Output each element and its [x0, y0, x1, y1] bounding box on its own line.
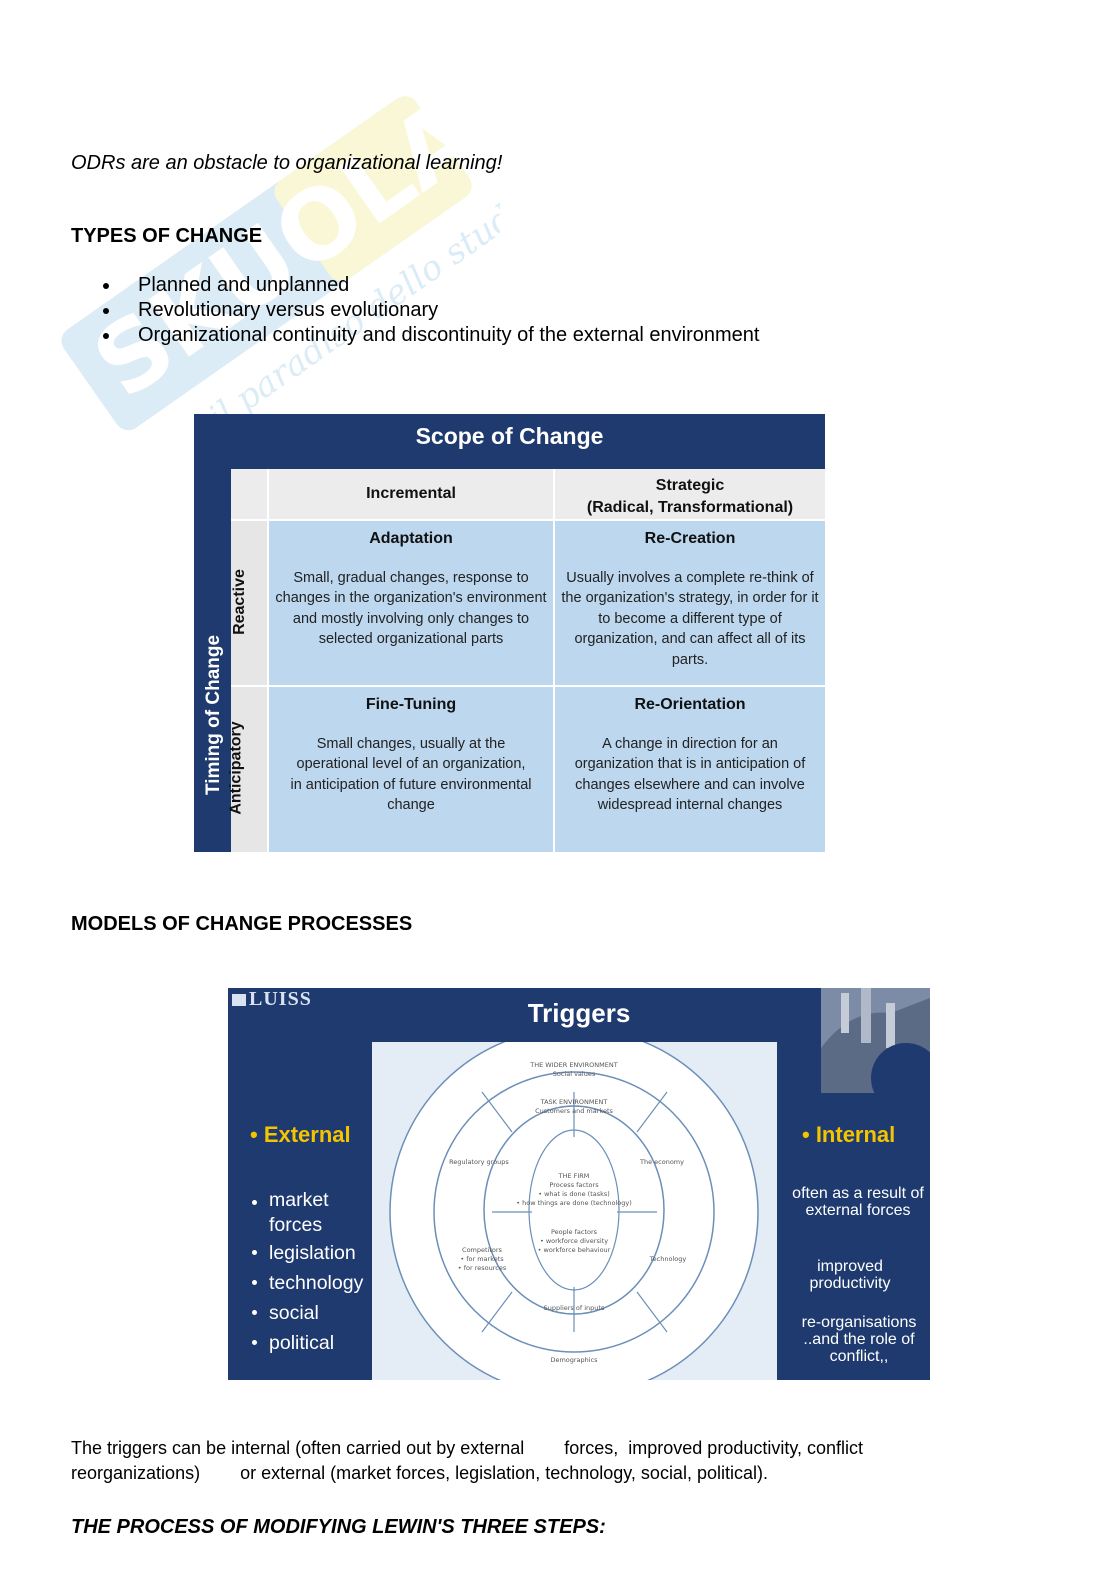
external-heading: • External	[250, 1122, 351, 1148]
wider-environment-label: THE WIDER ENVIRONMENT	[529, 1061, 617, 1069]
incremental-header: Incremental	[269, 469, 553, 519]
building-photo	[821, 988, 930, 1093]
types-of-change-list: Planned and unplanned Revolutionary vers…	[71, 273, 759, 348]
anticipatory-row-header: Anticipatory	[231, 687, 269, 852]
reactive-row-header: Reactive	[231, 521, 269, 685]
regulatory-label: Regulatory groups	[449, 1158, 509, 1166]
list-item: Planned and unplanned	[71, 273, 759, 298]
list-item: Revolutionary versus evolutionary	[71, 298, 759, 323]
bullet-icon	[103, 283, 109, 289]
environment-diagram: THE WIDER ENVIRONMENT Social values TASK…	[372, 1042, 777, 1380]
process-b-label: • how things are done (technology)	[516, 1199, 632, 1207]
people-b-label: • workforce behaviour	[538, 1246, 611, 1254]
triggers-paragraph: The triggers can be internal (often carr…	[71, 1436, 1041, 1486]
demographics-label: Demographics	[550, 1356, 598, 1364]
lewin-heading: THE PROCESS OF MODIFYING LEWIN'S THREE S…	[71, 1516, 606, 1539]
bullet-icon	[103, 333, 109, 339]
list-item: technology	[250, 1268, 364, 1298]
triggers-slide: LUISS Triggers • External market forces …	[228, 988, 930, 1380]
process-a-label: • what is done (tasks)	[538, 1190, 610, 1198]
internal-item: improved productivity	[790, 1258, 910, 1292]
finetuning-cell: Fine-Tuning Small changes, usually at th…	[269, 687, 553, 852]
task-environment-label: TASK ENVIRONMENT	[540, 1098, 608, 1106]
external-list: market forces legislation technology soc…	[250, 1188, 364, 1358]
svg-text:SKUOLA: SKUOLA	[74, 78, 496, 420]
process-factors-label: Process factors	[549, 1181, 599, 1189]
technology-label: Technology	[649, 1255, 687, 1263]
competitors-b-label: • for resources	[458, 1264, 507, 1272]
corner-cell	[231, 469, 269, 519]
environment-circles: THE WIDER ENVIRONMENT Social values TASK…	[372, 1042, 777, 1380]
firm-label: THE FIRM	[558, 1172, 590, 1180]
bullet-icon	[103, 308, 109, 314]
timing-bar: Timing of Change	[194, 469, 231, 852]
competitors-a-label: • for markets	[460, 1255, 504, 1263]
strategic-header: Strategic (Radical, Transformational)	[555, 469, 825, 519]
people-a-label: • workforce diversity	[540, 1237, 608, 1245]
competitors-label: Competitors	[462, 1246, 503, 1254]
timing-label: Timing of Change	[203, 625, 225, 805]
types-of-change-heading: TYPES OF CHANGE	[71, 225, 262, 248]
list-item: political	[250, 1328, 364, 1358]
internal-item: re-organisations ..and the role of confl…	[790, 1314, 928, 1365]
list-item: social	[250, 1298, 364, 1328]
scope-title: Scope of Change	[194, 414, 825, 469]
list-item: market forces	[250, 1188, 364, 1238]
list-item: Organizational continuity and discontinu…	[71, 323, 759, 348]
customers-label: Customers and markets	[535, 1107, 613, 1115]
intro-statement: ODRs are an obstacle to organizational l…	[71, 152, 502, 175]
economy-label: The economy	[639, 1158, 684, 1166]
adaptation-cell: Adaptation Small, gradual changes, respo…	[269, 521, 553, 685]
social-values-label: Social values	[553, 1070, 596, 1078]
scope-of-change-table: Scope of Change Timing of Change Increme…	[194, 414, 825, 852]
building-image-icon	[821, 988, 930, 1093]
suppliers-label: Suppliers of inputs	[544, 1304, 605, 1312]
internal-item: often as a result of external forces	[790, 1185, 926, 1219]
people-factors-label: People factors	[551, 1228, 598, 1236]
models-heading: MODELS OF CHANGE PROCESSES	[71, 913, 412, 936]
reorientation-cell: Re-Orientation A change in direction for…	[555, 687, 825, 852]
list-item: legislation	[250, 1238, 364, 1268]
internal-heading: • Internal	[802, 1122, 895, 1148]
recreation-cell: Re-Creation Usually involves a complete …	[555, 521, 825, 685]
